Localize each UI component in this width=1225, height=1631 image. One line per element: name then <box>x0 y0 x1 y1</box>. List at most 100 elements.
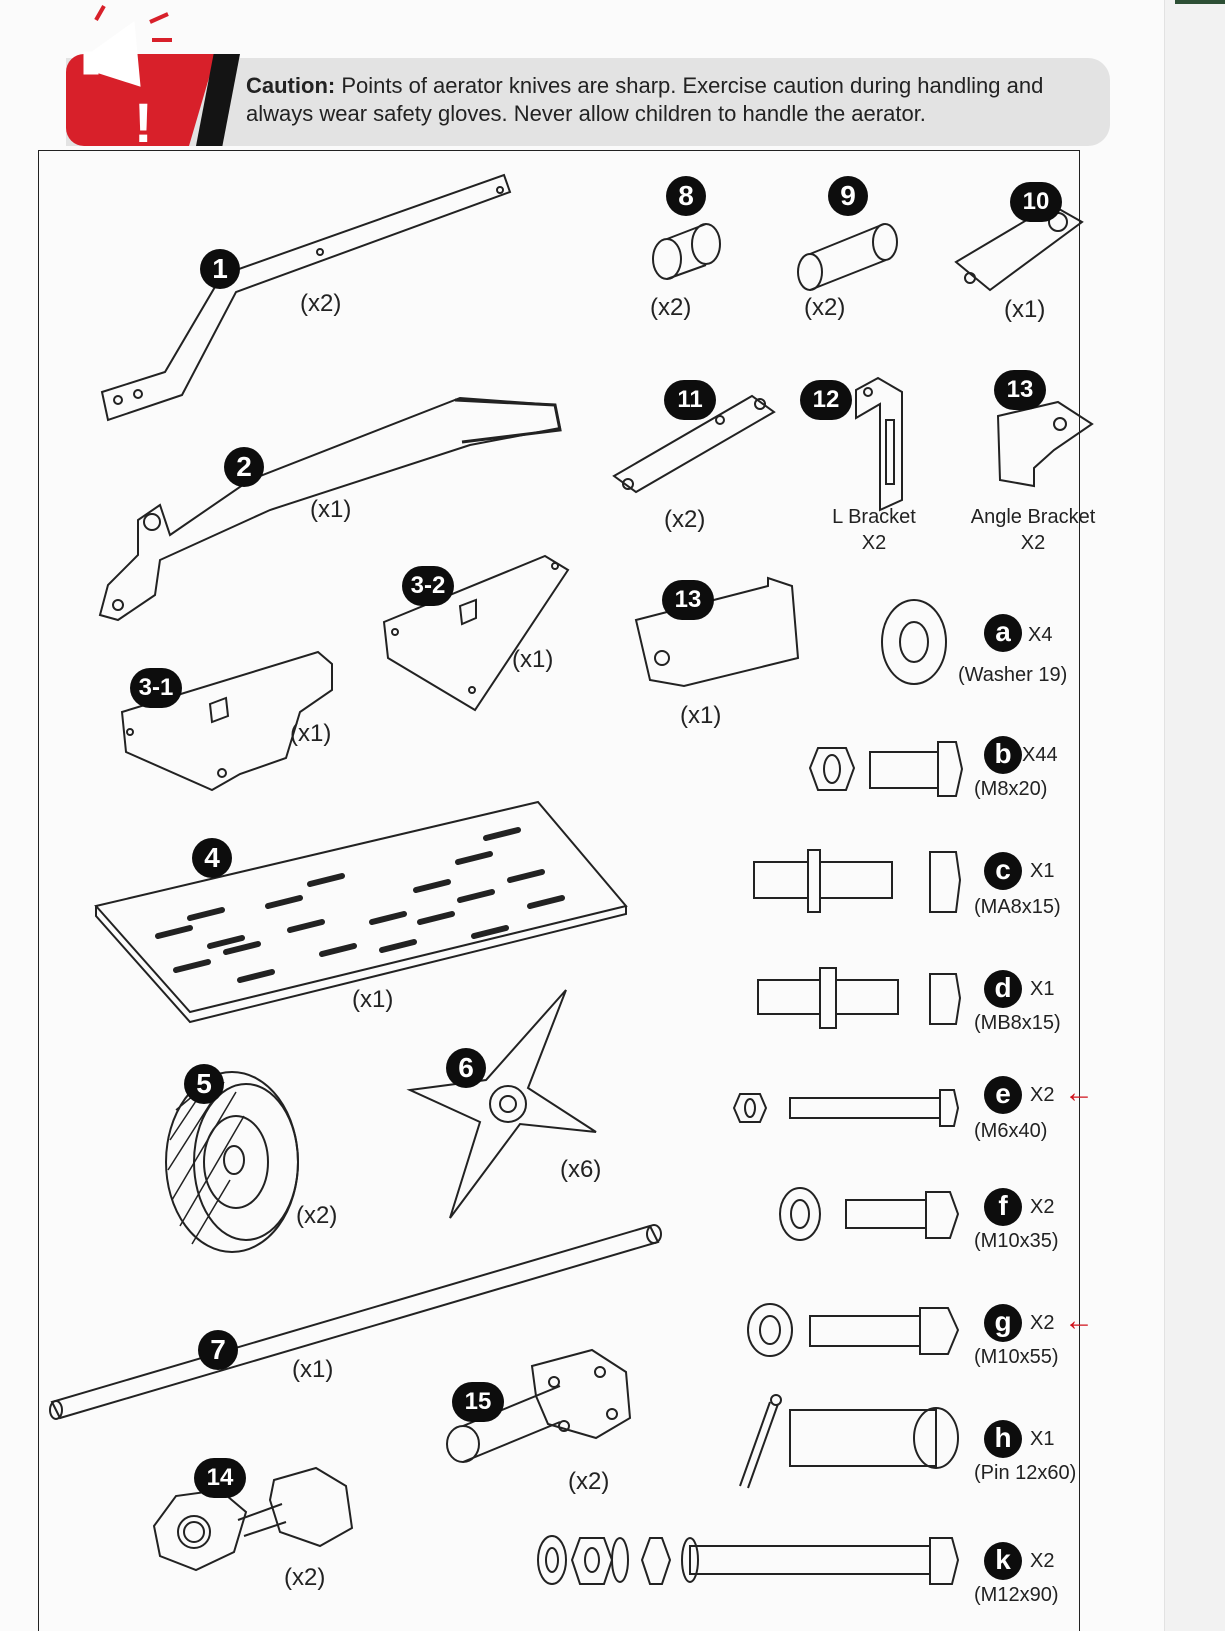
part-14-hub <box>152 1466 354 1572</box>
part-5-wheel <box>165 1071 299 1253</box>
hw-a-washer <box>881 599 947 685</box>
part-9-spacer <box>797 223 898 291</box>
hardware-qty: X2 <box>1030 1550 1055 1572</box>
parts-frame <box>38 150 1080 1631</box>
part-4-tray <box>94 800 628 1024</box>
angle-bracket-name: Angle Bracket <box>970 506 1096 528</box>
hardware-qty: X1 <box>1030 978 1055 1000</box>
part-number-badge: 3-2 <box>402 566 454 606</box>
caution-message: Points of aerator knives are sharp. Exer… <box>246 73 1044 126</box>
part-1-frame-bar <box>100 173 512 422</box>
hardware-spec: (MA8x15) <box>974 896 1061 918</box>
part-qty: (x2) <box>296 1202 338 1229</box>
part-qty: (x1) <box>352 986 394 1013</box>
hardware-spec: (M10x35) <box>974 1230 1059 1252</box>
hardware-letter: b <box>984 736 1022 774</box>
part-qty: (x1) <box>290 720 332 747</box>
part-number-badge: 15 <box>452 1382 504 1422</box>
part-2-handle <box>98 396 562 622</box>
part-number-badge: 11 <box>664 380 716 420</box>
part-qty: (x2) <box>300 290 342 317</box>
hardware-letter: d <box>984 970 1022 1008</box>
hardware-letter: g <box>984 1304 1022 1342</box>
hardware-spec: (M10x55) <box>974 1346 1059 1368</box>
caution-label: Caution: <box>246 73 336 98</box>
hardware-spec: (Pin 12x60) <box>974 1462 1077 1484</box>
hw-f-bolt <box>779 1187 960 1241</box>
part-13-plate <box>634 576 800 688</box>
hardware-letter: c <box>984 852 1022 890</box>
part-number-badge: 6 <box>446 1048 486 1088</box>
part-3-2-bracket <box>382 554 570 712</box>
hardware-spec: (M12x90) <box>974 1584 1059 1606</box>
megaphone-warning-icon: ! <box>83 5 172 154</box>
hw-e-bolt <box>732 1089 960 1127</box>
part-number-badge: 1 <box>200 249 240 289</box>
hardware-qty: X1 <box>1030 1428 1055 1450</box>
hardware-letter: k <box>984 1542 1022 1580</box>
part-13-angle-bracket <box>996 400 1094 488</box>
page-edge <box>1164 0 1225 1631</box>
part-number-badge: 10 <box>1010 182 1062 222</box>
exclamation-mark: ! <box>134 91 153 154</box>
part-number-badge: 9 <box>828 176 868 216</box>
part-qty: (x1) <box>292 1356 334 1383</box>
part-qty: (x1) <box>1004 296 1046 323</box>
hardware-spec: (M8x20) <box>974 778 1048 800</box>
part-qty: (x2) <box>568 1468 610 1495</box>
part-qty: (x2) <box>804 294 846 321</box>
hardware-letter: h <box>984 1420 1022 1458</box>
hardware-qty: X2 <box>1030 1084 1055 1106</box>
caution-text: Caution: Points of aerator knives are sh… <box>246 72 1096 128</box>
part-number-badge: 4 <box>192 838 232 878</box>
part-number-badge: 12 <box>800 380 852 420</box>
part-qty: (x1) <box>310 496 352 523</box>
hardware-letter: e <box>984 1076 1022 1114</box>
l-bracket-name: L Bracket <box>832 506 916 528</box>
part-12-l-bracket <box>855 376 903 512</box>
red-arrow-mark: ← <box>1064 1076 1094 1109</box>
part-7-axle <box>49 1224 662 1420</box>
angle-bracket-qty: X2 <box>1020 532 1046 554</box>
part-number-badge: 14 <box>194 1458 246 1498</box>
part-qty: (x2) <box>650 294 692 321</box>
hw-h-pin <box>739 1394 959 1489</box>
hardware-qty: X2 <box>1030 1312 1055 1334</box>
part-3-1-bracket <box>120 650 333 792</box>
edge-mark <box>1175 0 1225 4</box>
part-number-badge: 13 <box>662 580 714 620</box>
hardware-qty: X44 <box>1022 744 1058 766</box>
hw-d-bolt <box>757 967 962 1029</box>
red-arrow-mark: ← <box>1064 1304 1094 1337</box>
part-qty: (x2) <box>664 506 706 533</box>
part-8-spacer <box>652 223 721 280</box>
hardware-spec: (Washer 19) <box>958 664 1068 686</box>
part-number-badge: 8 <box>666 176 706 216</box>
part-qty: (x6) <box>560 1156 602 1183</box>
part-number-badge: 7 <box>198 1330 238 1370</box>
hardware-spec: (MB8x15) <box>974 1012 1061 1034</box>
part-qty: (x2) <box>284 1564 326 1591</box>
part-number-badge: 5 <box>184 1064 224 1104</box>
hardware-qty: X1 <box>1030 860 1055 882</box>
hardware-letter: f <box>984 1188 1022 1226</box>
hardware-qty: X2 <box>1030 1196 1055 1218</box>
part-11-link <box>612 394 776 494</box>
hw-k-bolt <box>537 1535 960 1585</box>
caution-banner <box>66 58 1110 146</box>
part-qty: (x1) <box>512 646 554 673</box>
part-6-tine <box>406 989 597 1219</box>
hardware-qty: X4 <box>1028 624 1053 646</box>
hw-b-bolt <box>808 741 964 797</box>
hw-g-bolt <box>747 1303 960 1357</box>
part-number-badge: 13 <box>994 370 1046 410</box>
part-qty: (x1) <box>680 702 722 729</box>
l-bracket-qty: X2 <box>861 532 887 554</box>
part-number-badge: 2 <box>224 447 264 487</box>
part-number-badge: 3-1 <box>130 668 182 708</box>
hardware-letter: a <box>984 614 1022 652</box>
hw-c-bolt <box>753 849 962 913</box>
hardware-spec: (M6x40) <box>974 1120 1048 1142</box>
